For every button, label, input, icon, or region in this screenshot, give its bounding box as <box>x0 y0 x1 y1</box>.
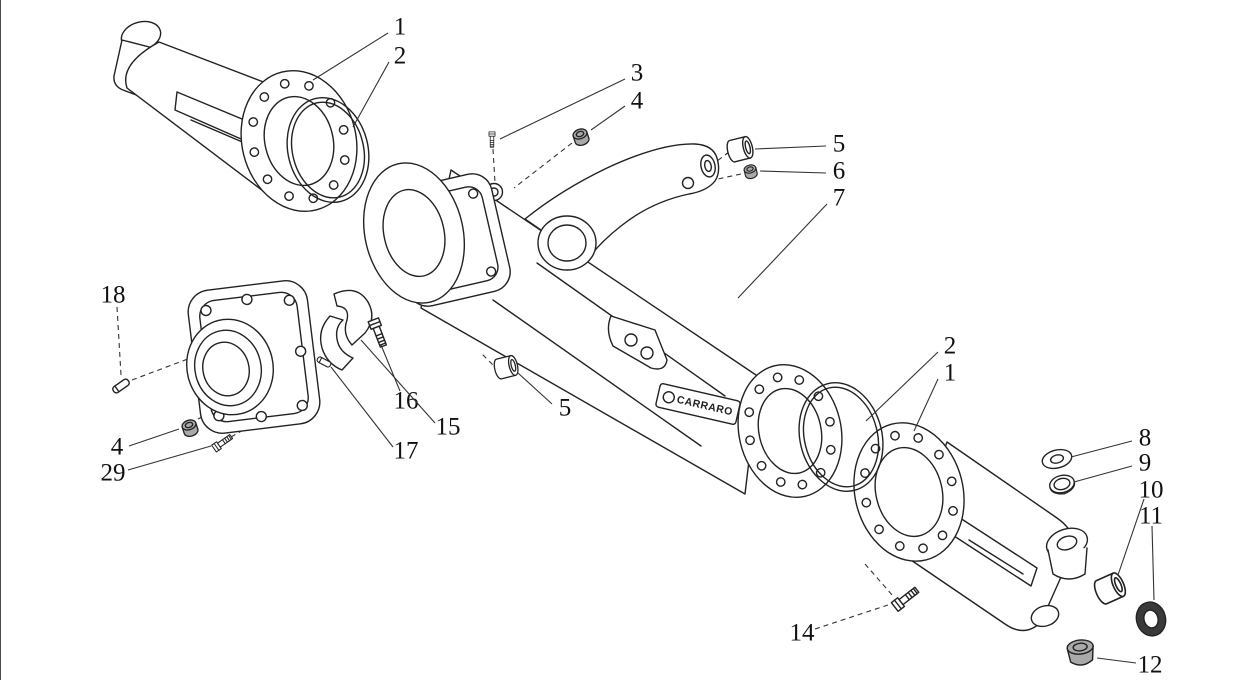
callout-label-1: 1 <box>944 360 957 387</box>
breather-screw-3 <box>488 131 496 148</box>
callout-label-17: 17 <box>394 438 419 465</box>
callout-8: 8 <box>1070 425 1152 458</box>
leader-line <box>116 306 122 376</box>
callout-label-15: 15 <box>436 414 461 441</box>
callout-label-1: 1 <box>394 14 407 41</box>
callout-label-2: 2 <box>944 333 957 360</box>
flange-bolt-holes <box>248 78 350 204</box>
callout-6: 6 <box>759 158 846 185</box>
leader-line <box>590 105 626 131</box>
flange-bolt-holes <box>744 372 836 490</box>
callout-label-4: 4 <box>631 88 644 115</box>
callout-17: 17 <box>330 366 419 465</box>
construction-line <box>716 151 730 162</box>
leader-line <box>759 170 827 174</box>
leader-line <box>1070 440 1133 458</box>
callout-label-8: 8 <box>1139 425 1152 452</box>
callout-4: 4 <box>111 428 180 461</box>
callout-label-11: 11 <box>1139 503 1163 530</box>
callout-15: 15 <box>360 339 461 441</box>
callout-14: 14 <box>790 604 889 647</box>
brand-logo-icon <box>662 391 675 404</box>
construction-line <box>131 353 202 381</box>
callout-12: 12 <box>1096 652 1163 679</box>
left-axle-trumpet-housing <box>113 20 358 212</box>
construction-line <box>513 142 573 189</box>
o-ring-left <box>286 96 370 204</box>
leader-line <box>865 351 939 422</box>
callout-label-18: 18 <box>101 282 126 309</box>
callout-label-5: 5 <box>833 131 846 158</box>
bearing-cover-plate <box>185 280 321 434</box>
leader-line <box>499 78 626 140</box>
leader-line <box>128 428 180 447</box>
callout-label-10: 10 <box>1139 477 1164 504</box>
leader-line <box>913 378 939 432</box>
leader-line <box>754 145 827 150</box>
callout-label-6: 6 <box>833 158 846 185</box>
callout-label-3: 3 <box>631 60 644 87</box>
cap-12 <box>1066 639 1094 666</box>
construction-line <box>492 148 496 184</box>
callout-label-9: 9 <box>1139 450 1152 477</box>
callout-label-14: 14 <box>790 620 816 647</box>
callout-9: 9 <box>1073 450 1152 483</box>
callout-label-29: 29 <box>101 460 126 487</box>
ring-9 <box>1048 474 1076 495</box>
construction-line <box>864 563 894 597</box>
callout-label-7: 7 <box>833 185 846 212</box>
callout-16: 16 <box>380 344 419 415</box>
leader-line <box>1073 465 1133 483</box>
leader-line <box>1096 657 1137 664</box>
callout-label-4: 4 <box>111 434 124 461</box>
bearing-clamp-halves <box>319 289 373 371</box>
callout-18: 18 <box>101 282 126 376</box>
center-axle-housing: CARRARO <box>362 143 843 498</box>
leader-line <box>380 344 401 392</box>
callout-5: 5 <box>754 131 846 158</box>
leader-line <box>517 372 553 405</box>
leader-line <box>352 61 390 128</box>
callout-label-16: 16 <box>394 388 419 415</box>
callout-2: 2 <box>865 333 957 422</box>
leader-line <box>737 203 828 299</box>
seal-ring-11 <box>1135 601 1167 637</box>
callout-label-12: 12 <box>1138 652 1163 679</box>
arm-pivot-boss <box>537 215 597 271</box>
callout-4: 4 <box>590 88 644 131</box>
callout-1: 1 <box>312 14 407 81</box>
callout-2: 2 <box>352 43 407 128</box>
callout-11: 11 <box>1139 503 1163 601</box>
callout-10: 10 <box>1117 477 1164 576</box>
callout-3: 3 <box>499 60 644 140</box>
leader-line <box>312 32 389 81</box>
o-ring-right <box>798 382 884 492</box>
leader-line <box>330 366 394 448</box>
callout-29: 29 <box>101 445 212 487</box>
leader-line <box>127 445 212 471</box>
leader-line <box>1151 525 1155 601</box>
callout-1: 1 <box>913 360 957 432</box>
housing-left-flange <box>362 162 466 304</box>
callout-7: 7 <box>737 185 846 299</box>
washer-8 <box>1041 448 1073 470</box>
leader-line <box>1117 498 1145 576</box>
leader-line <box>360 339 436 424</box>
callout-5: 5 <box>517 372 572 422</box>
callout-label-2: 2 <box>394 43 407 70</box>
callout-label-5: 5 <box>559 395 572 422</box>
leader-line <box>814 604 889 630</box>
